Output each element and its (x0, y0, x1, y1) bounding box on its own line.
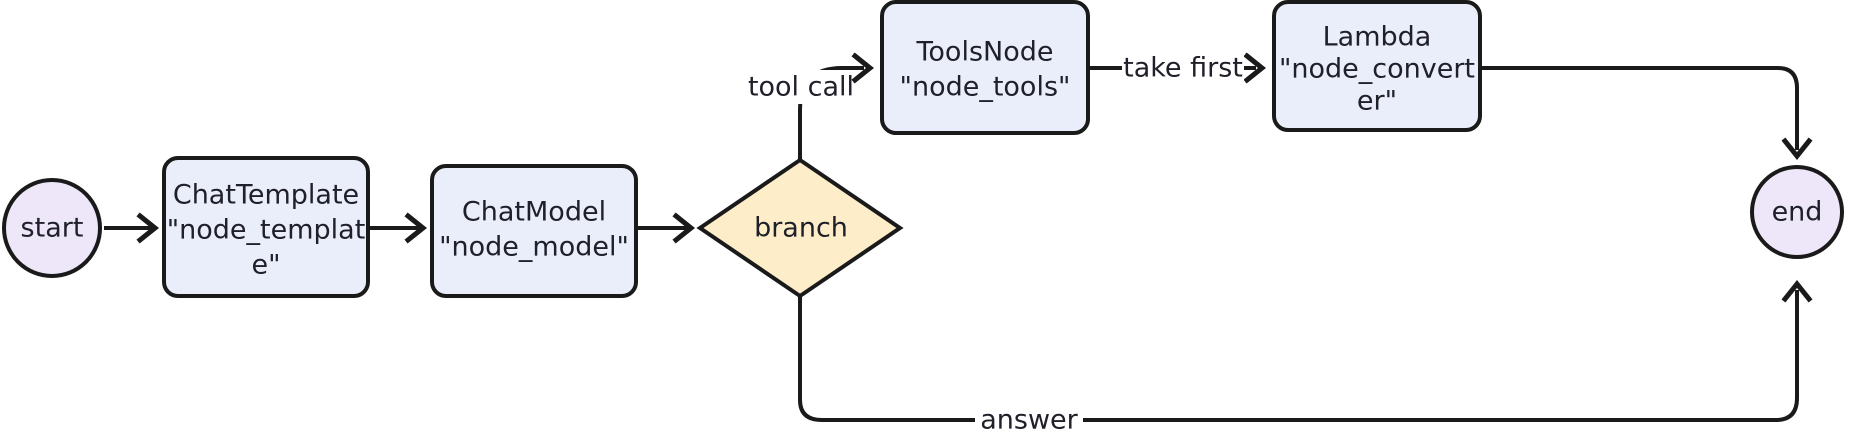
edge-label-bg-tool-call (752, 70, 850, 104)
arrowhead-branch-end (1781, 279, 1813, 303)
arrowhead-start-template (136, 212, 160, 244)
node-chat-template-line3: e" (251, 250, 280, 281)
edge-lambda-to-end (1482, 66, 1813, 161)
node-chat-template-line2: "node_templat (167, 215, 366, 246)
node-end-circle[interactable] (1750, 165, 1844, 259)
edge-label-tool-call: tool call (748, 72, 854, 103)
node-tools-line2: "node_tools" (900, 72, 1071, 103)
node-tools-box[interactable] (880, 0, 1090, 135)
arrowhead-tools-lambda (1243, 52, 1267, 84)
node-chat-template-box[interactable] (162, 156, 370, 298)
node-lambda-line3: er" (1357, 86, 1397, 117)
node-end[interactable]: end (1750, 165, 1844, 259)
node-start[interactable]: start (2, 178, 102, 278)
edge-label-bg-answer (975, 402, 1083, 438)
arrowhead-branch-tools (851, 52, 875, 84)
edge-branch-to-tools: tool call (748, 52, 875, 160)
edge-tools-to-lambda: take first (1090, 50, 1267, 86)
node-chat-model-box[interactable] (430, 164, 638, 298)
arrowhead-template-model (404, 212, 428, 244)
arrowhead-lambda-end (1781, 137, 1813, 161)
edge-template-to-model (370, 212, 428, 244)
node-tools-line1: ToolsNode (916, 37, 1054, 68)
node-lambda-line2: "node_convert (1279, 54, 1475, 85)
node-chat-model[interactable]: ChatModel "node_model" (430, 164, 638, 298)
node-chat-template[interactable]: ChatTemplate "node_templat e" (162, 156, 370, 298)
edge-line-lambda-end (1482, 66, 1799, 150)
edge-model-to-branch (638, 212, 696, 244)
node-chat-model-line2: "node_model" (439, 232, 629, 263)
node-branch-diamond[interactable] (696, 157, 904, 299)
node-chat-model-line1: ChatModel (462, 197, 606, 228)
node-chat-template-line1: ChatTemplate (173, 180, 359, 211)
arrowhead-model-branch (672, 212, 696, 244)
node-end-label: end (1772, 197, 1823, 228)
edge-line-branch-end (798, 290, 1799, 422)
edge-branch-to-end: answer (798, 279, 1813, 438)
edge-label-bg-take-first (1122, 50, 1244, 86)
edge-start-to-template (104, 212, 160, 244)
node-branch-label: branch (754, 213, 848, 244)
node-start-label: start (21, 213, 84, 244)
node-branch[interactable]: branch (696, 157, 904, 299)
node-lambda[interactable]: Lambda "node_convert er" (1272, 0, 1482, 132)
edge-label-answer: answer (980, 405, 1078, 436)
node-tools[interactable]: ToolsNode "node_tools" (880, 0, 1090, 135)
node-lambda-box[interactable] (1272, 0, 1482, 132)
node-lambda-line1: Lambda (1323, 22, 1432, 53)
node-start-circle[interactable] (2, 178, 102, 278)
edge-label-take-first: take first (1123, 53, 1243, 84)
